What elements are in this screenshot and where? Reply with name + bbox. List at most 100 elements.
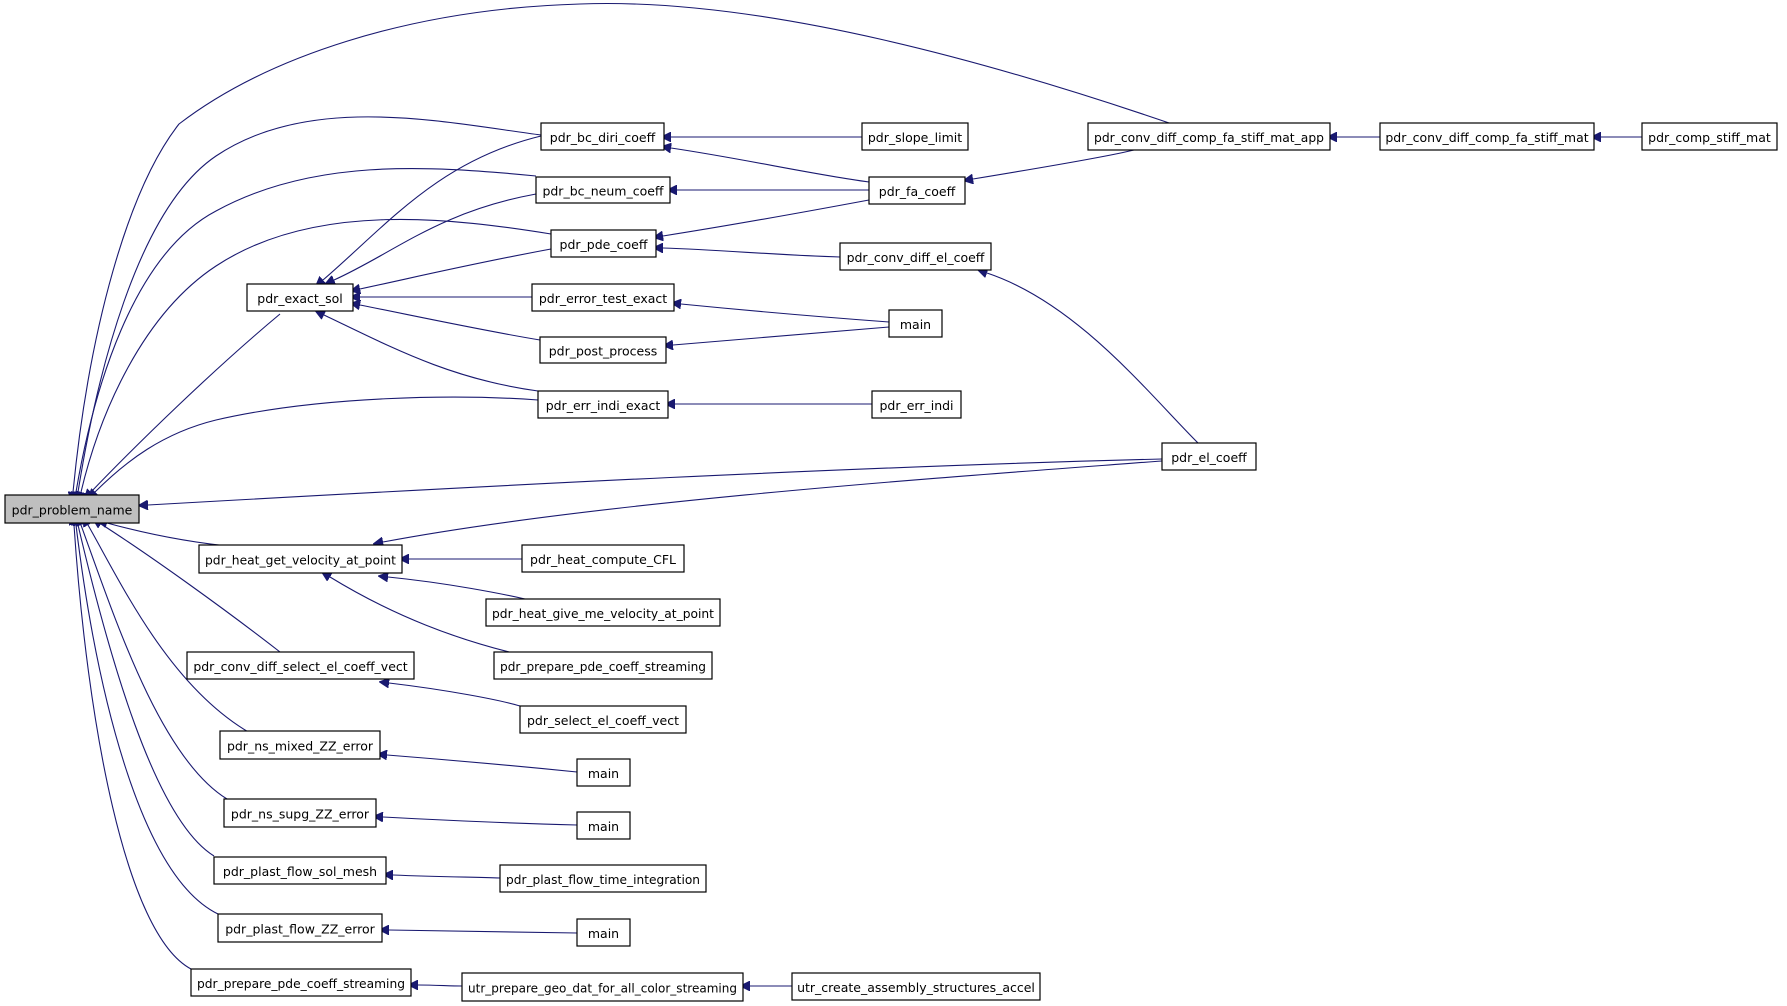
node-box[interactable]	[537, 390, 669, 419]
edge-n31-n32	[418, 985, 463, 986]
node-pdr-exact-sol[interactable]: pdr_exact_sol	[246, 283, 354, 312]
node-box[interactable]	[791, 972, 1041, 1001]
node-pdr-conv-diff-comp-fa-stiff-mat[interactable]: pdr_conv_diff_comp_fa_stiff_mat	[1379, 122, 1595, 151]
node-box[interactable]	[485, 598, 721, 627]
node-box[interactable]	[868, 176, 966, 205]
node-pdr-slope-limit[interactable]: pdr_slope_limit	[861, 122, 969, 151]
node-box[interactable]	[461, 972, 744, 1002]
node-main[interactable]: main	[576, 918, 631, 947]
node-label: pdr_fa_coeff	[879, 184, 956, 199]
node-pdr-pde-coeff[interactable]: pdr_pde_coeff	[550, 229, 657, 258]
edge-n0-n1	[91, 313, 281, 492]
node-box[interactable]	[576, 918, 631, 947]
node-utr-create-assembly-structures-accel[interactable]: utr_create_assembly_structures_accel	[791, 972, 1041, 1001]
node-pdr-bc-neum-coeff[interactable]: pdr_bc_neum_coeff	[535, 176, 671, 204]
node-pdr-ns-mixed-zz-error[interactable]: pdr_ns_mixed_ZZ_error	[219, 730, 381, 760]
node-label: pdr_prepare_pde_coeff_streaming	[197, 976, 405, 991]
node-box[interactable]	[213, 856, 387, 885]
node-box[interactable]	[540, 122, 665, 151]
edge-n6-n11	[673, 326, 890, 345]
node-box[interactable]	[1379, 122, 1595, 151]
node-label: pdr_comp_stiff_mat	[1648, 130, 1771, 145]
node-pdr-err-indi-exact[interactable]: pdr_err_indi_exact	[537, 390, 669, 419]
node-label: pdr_ns_mixed_ZZ_error	[227, 739, 374, 754]
node-pdr-el-coeff[interactable]: pdr_el_coeff	[1161, 442, 1257, 471]
node-box[interactable]	[1641, 122, 1778, 151]
edge-n1-n7	[324, 315, 539, 392]
node-label: pdr_exact_sol	[257, 291, 342, 306]
node-pdr-conv-diff-el-coeff[interactable]: pdr_conv_diff_el_coeff	[839, 242, 992, 271]
node-box[interactable]	[493, 651, 713, 680]
node-pdr-select-el-coeff-vect[interactable]: pdr_select_el_coeff_vect	[519, 705, 687, 734]
node-box[interactable]	[1161, 442, 1257, 471]
node-box[interactable]	[521, 544, 685, 573]
node-box[interactable]	[531, 283, 675, 312]
node-main[interactable]: main	[576, 758, 631, 787]
node-box[interactable]	[576, 758, 631, 787]
node-box[interactable]	[519, 705, 687, 734]
node-pdr-error-test-exact[interactable]: pdr_error_test_exact	[531, 283, 675, 312]
node-pdr-prepare-pde-coeff-streaming[interactable]: pdr_prepare_pde_coeff_streaming	[190, 968, 412, 997]
edge-n0-n2	[78, 116, 542, 492]
edge-n4-n9	[663, 199, 870, 236]
node-label: pdr_bc_neum_coeff	[542, 184, 663, 199]
node-pdr-comp-stiff-mat[interactable]: pdr_comp_stiff_mat	[1641, 122, 1778, 151]
edge-n1-n4	[360, 248, 552, 289]
node-pdr-ns-supg-zz-error[interactable]: pdr_ns_supg_ZZ_error	[223, 798, 377, 828]
node-label: pdr_conv_diff_comp_fa_stiff_mat_app	[1094, 130, 1324, 145]
node-box[interactable]	[499, 864, 707, 893]
node-pdr-conv-diff-select-el-coeff-vect[interactable]: pdr_conv_diff_select_el_coeff_vect	[186, 651, 415, 680]
edge-n2-n9	[671, 148, 870, 183]
node-box[interactable]	[871, 390, 962, 419]
edge-n0-n31	[74, 525, 192, 970]
node-pdr-post-process[interactable]: pdr_post_process	[539, 336, 667, 364]
node-box[interactable]	[190, 968, 412, 997]
node-label: pdr_plast_flow_time_integration	[506, 872, 700, 887]
node-box[interactable]	[1087, 122, 1331, 151]
node-box[interactable]	[246, 283, 354, 312]
node-box[interactable]	[198, 544, 403, 574]
node-label: pdr_el_coeff	[1171, 450, 1247, 465]
node-pdr-heat-compute-cfl[interactable]: pdr_heat_compute_CFL	[521, 544, 685, 573]
edge-n17-n19	[388, 577, 526, 600]
node-label: main	[588, 819, 619, 834]
node-box[interactable]	[219, 730, 381, 760]
node-label: pdr_post_process	[549, 344, 658, 359]
node-main[interactable]: main	[576, 811, 631, 840]
node-pdr-conv-diff-comp-fa-stiff-mat-app[interactable]: pdr_conv_diff_comp_fa_stiff_mat_app	[1087, 122, 1331, 151]
edge-n23-n24	[387, 755, 578, 773]
node-label: pdr_bc_diri_coeff	[550, 130, 656, 145]
node-label: pdr_pde_coeff	[560, 237, 648, 252]
node-box[interactable]	[223, 798, 377, 828]
node-pdr-err-indi[interactable]: pdr_err_indi	[871, 390, 962, 419]
node-box[interactable]	[839, 242, 992, 271]
edge-n0-n21	[101, 524, 281, 653]
node-label: pdr_plast_flow_ZZ_error	[225, 922, 375, 937]
node-pdr-fa-coeff[interactable]: pdr_fa_coeff	[868, 176, 966, 205]
node-box[interactable]	[861, 122, 969, 151]
node-label: main	[900, 317, 931, 332]
node-pdr-plast-flow-sol-mesh[interactable]: pdr_plast_flow_sol_mesh	[213, 856, 387, 885]
node-pdr-plast-flow-time-integration[interactable]: pdr_plast_flow_time_integration	[499, 864, 707, 893]
node-pdr-bc-diri-coeff[interactable]: pdr_bc_diri_coeff	[540, 122, 665, 151]
node-box[interactable]	[186, 651, 415, 680]
node-box[interactable]	[888, 309, 943, 338]
node-box[interactable]	[217, 913, 383, 943]
node-pdr-plast-flow-zz-error[interactable]: pdr_plast_flow_ZZ_error	[217, 913, 383, 943]
node-pdr-problem-name[interactable]: pdr_problem_name	[4, 494, 140, 524]
node-box[interactable]	[535, 176, 671, 204]
node-box[interactable]	[550, 229, 657, 258]
node-main[interactable]: main	[888, 309, 943, 338]
node-pdr-heat-get-velocity-at-point[interactable]: pdr_heat_get_velocity_at_point	[198, 544, 403, 574]
node-box[interactable]	[576, 811, 631, 840]
node-box[interactable]	[539, 336, 667, 364]
node-label: pdr_plast_flow_sol_mesh	[223, 864, 377, 879]
edge-n17-n20	[330, 577, 510, 653]
node-utr-prepare-geo-dat-for-all-color-streaming[interactable]: utr_prepare_geo_dat_for_all_color_stream…	[461, 972, 744, 1002]
node-pdr-prepare-pde-coeff-streaming[interactable]: pdr_prepare_pde_coeff_streaming	[493, 651, 713, 680]
node-label: pdr_conv_diff_el_coeff	[847, 250, 985, 265]
node-box[interactable]	[4, 494, 140, 524]
node-pdr-heat-give-me-velocity-at-point[interactable]: pdr_heat_give_me_velocity_at_point	[485, 598, 721, 627]
edge-n0-n7	[95, 396, 539, 492]
